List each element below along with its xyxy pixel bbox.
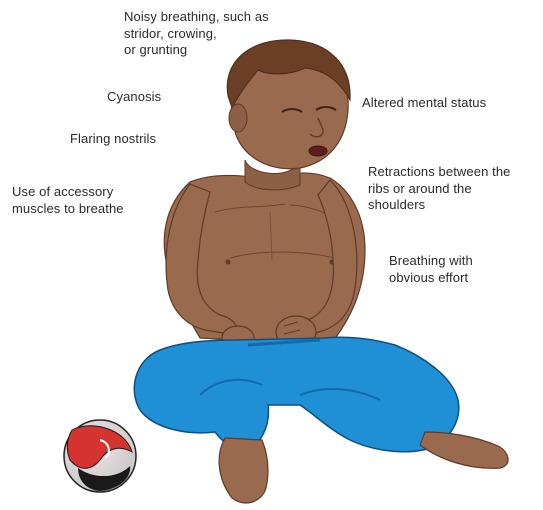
label-accessory-muscles: Use of accessory muscles to breathe	[12, 184, 124, 217]
left-foot	[219, 438, 268, 503]
open-mouth	[309, 146, 327, 156]
toy-ball	[64, 420, 136, 492]
label-noisy-breathing: Noisy breathing, such as stridor, crowin…	[124, 9, 269, 59]
label-altered-mental-status: Altered mental status	[362, 95, 486, 112]
label-retractions: Retractions between the ribs or around t…	[368, 164, 511, 214]
ear	[229, 104, 247, 132]
label-cyanosis: Cyanosis	[107, 89, 161, 106]
right-foot	[420, 432, 508, 468]
label-flaring-nostrils: Flaring nostrils	[70, 131, 156, 148]
pants	[134, 337, 458, 451]
label-breathing-effort: Breathing with obvious effort	[389, 253, 473, 286]
